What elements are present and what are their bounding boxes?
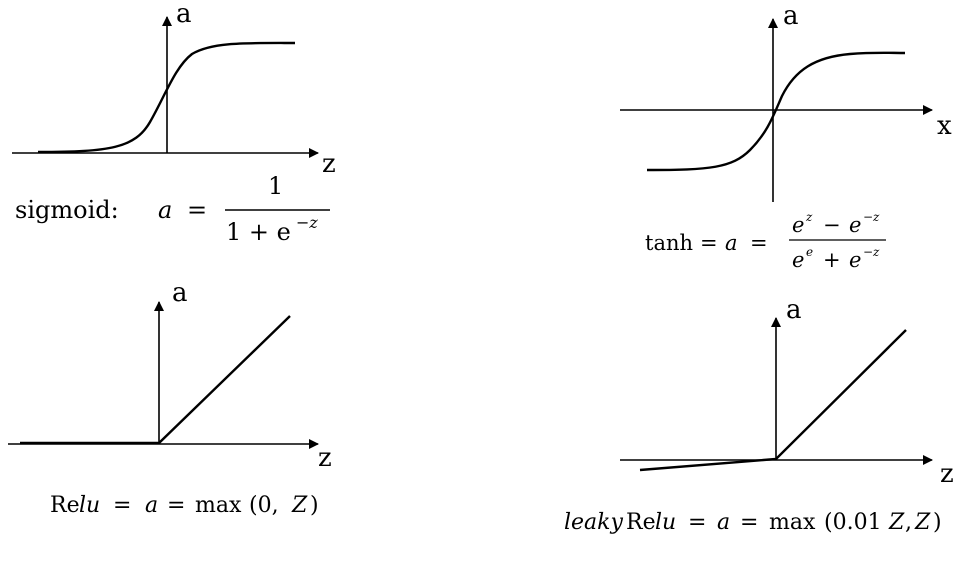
sigmoid-formula-name: sigmoid:	[15, 196, 119, 224]
tanh-num-e1: e	[792, 213, 804, 237]
tanh-y-axis-label: a	[783, 1, 799, 31]
leaky-relu-formula-a: a	[717, 510, 730, 535]
leaky-relu-panel: a z leaky Re lu = a = max (0.01 Z , Z )	[564, 295, 954, 535]
relu-curve	[20, 315, 291, 445]
tanh-den-plus: +	[823, 248, 841, 272]
sigmoid-y-axis-label: a	[176, 0, 192, 29]
relu-formula-args-open: (0,	[249, 493, 279, 518]
sigmoid-formula: sigmoid: a = 1 1 + e −z	[15, 172, 330, 246]
tanh-formula-equals-2: =	[750, 231, 768, 255]
tanh-formula-name: tanh	[645, 231, 693, 255]
tanh-num-exp2: −z	[863, 210, 880, 224]
tanh-num-e2: e	[849, 213, 861, 237]
relu-y-axis-label: a	[172, 278, 188, 308]
tanh-formula-a: a	[725, 231, 738, 255]
relu-formula: Re lu = a = max (0, Z )	[50, 493, 319, 518]
leaky-relu-formula-leaky: leaky	[564, 510, 624, 535]
relu-formula-lu: lu	[79, 493, 100, 518]
relu-panel: a z Re lu = a = max (0, Z )	[8, 278, 332, 518]
tanh-x-axis-label: x	[937, 111, 952, 141]
tanh-den-exp1: e	[806, 245, 813, 259]
relu-formula-a: a	[145, 493, 158, 518]
sigmoid-formula-lhs: a	[158, 196, 172, 224]
leaky-relu-formula-equals-2: =	[740, 510, 758, 535]
sigmoid-panel: a z sigmoid: a = 1 1 + e −z	[12, 0, 336, 246]
relu-formula-equals-1: =	[113, 493, 131, 518]
tanh-num-exp1: z	[805, 210, 813, 224]
tanh-num-minus: −	[823, 213, 841, 237]
tanh-den-e2: e	[849, 248, 861, 272]
relu-formula-max: max	[195, 493, 242, 518]
leaky-relu-formula-arg-z2: Z	[914, 510, 931, 535]
leaky-relu-formula-max: max	[769, 510, 816, 535]
sigmoid-x-axis-label: z	[322, 149, 336, 179]
tanh-den-e1: e	[792, 248, 804, 272]
relu-x-axis-label: z	[318, 443, 332, 473]
sigmoid-formula-exponent: −z	[296, 213, 318, 232]
sigmoid-curve	[37, 41, 296, 154]
sigmoid-formula-numerator: 1	[268, 172, 283, 200]
leaky-relu-formula-arg-z1: Z	[888, 510, 905, 535]
tanh-den-exp2: −z	[863, 245, 880, 259]
sigmoid-formula-equals: =	[187, 196, 207, 224]
tanh-formula-equals-1: =	[700, 231, 718, 255]
tanh-curve	[646, 51, 906, 172]
leaky-relu-formula-equals-1: =	[688, 510, 706, 535]
sigmoid-formula-denominator: 1 + e	[226, 218, 291, 246]
tanh-panel: a x tanh = a = e z − e −z e e + e −z	[620, 1, 952, 272]
relu-formula-args-close: )	[310, 493, 319, 518]
leaky-relu-formula: leaky Re lu = a = max (0.01 Z , Z )	[564, 510, 942, 535]
relu-formula-arg-z: Z	[291, 493, 308, 518]
leaky-relu-formula-args-open: (0.01	[824, 510, 882, 535]
leaky-relu-formula-args-close: )	[933, 510, 942, 535]
tanh-formula: tanh = a = e z − e −z e e + e −z	[645, 210, 886, 272]
leaky-relu-formula-lu: lu	[655, 510, 676, 535]
relu-formula-equals-2: =	[167, 493, 185, 518]
leaky-relu-formula-re: Re	[626, 510, 656, 535]
leaky-relu-x-axis-label: z	[940, 459, 954, 489]
leaky-relu-y-axis-label: a	[786, 295, 802, 325]
relu-formula-re: Re	[50, 493, 80, 518]
leaky-relu-curve	[639, 329, 907, 472]
leaky-relu-formula-comma: ,	[905, 510, 912, 535]
